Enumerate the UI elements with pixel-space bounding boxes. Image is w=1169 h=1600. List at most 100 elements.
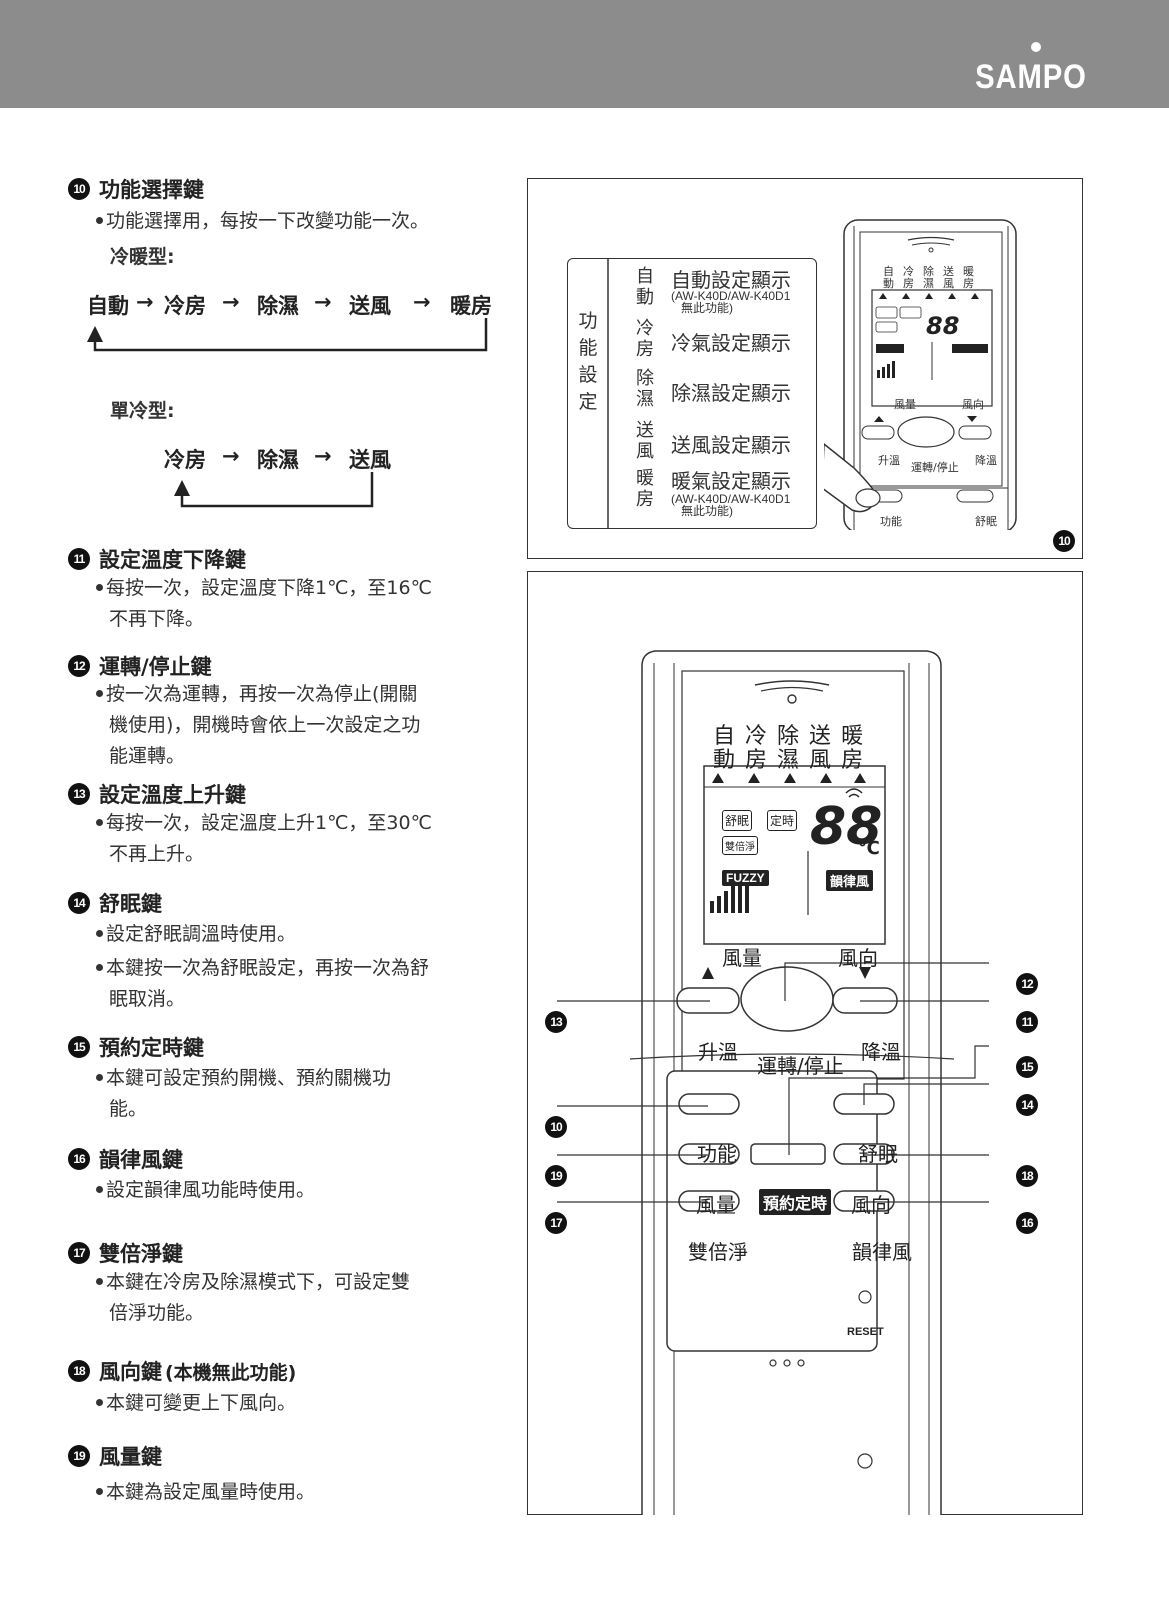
heat-cool-label: 冷暖型: — [110, 246, 175, 268]
fan-direction-display-label: 風向 — [838, 946, 878, 970]
mode-char: 房 — [841, 748, 874, 773]
bullet-line: 機使用)，開機時會依上一次設定之功 — [109, 714, 421, 736]
flow-step: 除濕 — [257, 448, 299, 472]
number-badge: 18 — [68, 1360, 90, 1382]
thumb-temp-down: 降溫 — [975, 454, 997, 467]
thumb-power: 運轉/停止 — [911, 461, 959, 474]
callout-badge: 19 — [545, 1165, 567, 1187]
rhythm-wind-button[interactable] — [834, 1191, 894, 1211]
flow-arrow: → — [413, 290, 431, 314]
callout-badge: 10 — [545, 1116, 567, 1138]
bullet-line: 本鍵在冷房及除濕模式下，可設定雙 — [106, 1271, 411, 1293]
function-side-label: 功能設定 — [578, 310, 598, 413]
section-title: 14 舒眠鍵 — [68, 888, 162, 918]
bullet-dot — [96, 1398, 103, 1406]
callout-badge: 18 — [1016, 1165, 1038, 1187]
mode-description: 冷氣設定顯示 — [671, 331, 791, 355]
callout-badge: 12 — [1016, 973, 1038, 995]
thumb-temp-up: 升溫 — [878, 454, 900, 467]
bullet-text: 本鍵在冷房及除濕模式下，可設定雙 倍淨功能。 — [96, 1267, 504, 1329]
bullet-line: 能。 — [109, 1098, 148, 1120]
number-badge: 15 — [68, 1036, 90, 1058]
double-clean-button[interactable] — [679, 1191, 739, 1211]
number-badge: 11 — [68, 548, 90, 570]
timer-label: 預約定時 — [759, 1189, 832, 1215]
bullet-line: 設定舒眠調溫時使用。 — [106, 923, 297, 945]
flow-step: 除濕 — [257, 294, 299, 318]
mode-char: 除 — [777, 724, 810, 749]
function-button[interactable] — [679, 1094, 739, 1114]
callout-badge: 10 — [1053, 530, 1075, 552]
fan-speed-button[interactable] — [679, 1144, 739, 1164]
bullet-dot — [96, 1487, 103, 1495]
rhythm-wind-label: 韻律風 — [852, 1240, 912, 1264]
bullet-text: 設定韻律風功能時使用。 — [96, 1175, 504, 1206]
number-badge: 13 — [68, 783, 90, 805]
bullet-text: 每按一次，設定溫度上升1℃，至30℃ 不再上升。 — [96, 808, 504, 870]
fan-direction-label: 風向 — [851, 1193, 891, 1217]
number-badge: 19 — [68, 1445, 90, 1467]
section-title: 18 風向鍵 (本機無此功能) — [68, 1356, 296, 1386]
bullet-dot — [96, 689, 103, 697]
fan-speed-label: 風量 — [696, 1193, 736, 1217]
bullet-line: 每按一次，設定溫度下降1℃，至16℃ — [106, 577, 432, 599]
callout-badge: 16 — [1016, 1212, 1038, 1234]
mode-char: 暖 — [841, 724, 874, 749]
bullet-text: 功能選擇用，每按一下改變功能一次。 — [96, 206, 429, 237]
bullet-dot — [96, 929, 103, 937]
section-title-text: 預約定時鍵 — [99, 1036, 204, 1060]
bullet-dot — [96, 963, 103, 971]
bullet-line: 每按一次，設定溫度上升1℃，至30℃ — [106, 812, 432, 834]
mode-description: 自動設定顯示 — [671, 268, 791, 292]
section-title-text: 風量鍵 — [99, 1445, 162, 1469]
fan-direction-button[interactable] — [834, 1144, 894, 1164]
temperature-unit: ℃ — [858, 838, 880, 859]
section-title: 12 運轉/停止鍵 — [68, 651, 212, 681]
section-title: 11 設定溫度下降鍵 — [68, 544, 246, 574]
mode-char: 房 — [745, 748, 778, 773]
mode-label: 冷房 — [636, 318, 654, 360]
rhythm-indicator: 韻律風 — [826, 870, 874, 891]
section-title-text: 設定溫度下降鍵 — [99, 548, 246, 572]
reset-button[interactable] — [859, 1291, 871, 1303]
flow-arrow: → — [222, 444, 240, 468]
temp-up-button[interactable] — [677, 988, 739, 1013]
section-title-text: 設定溫度上升鍵 — [99, 783, 246, 807]
callout-badge: 13 — [545, 1011, 567, 1033]
left-column: 10 功能選擇鍵 功能選擇用，每按一下改變功能一次。 冷暖型: 自動 → 冷房 … — [0, 0, 520, 1600]
cool-only-label: 單冷型: — [110, 400, 175, 422]
section-title: 13 設定溫度上升鍵 — [68, 779, 246, 809]
double-clean-indicator: 雙倍淨 — [722, 836, 758, 855]
callout-badge: 14 — [1016, 1094, 1038, 1116]
power-button[interactable] — [741, 967, 833, 1031]
temp-down-button[interactable] — [833, 988, 897, 1013]
section-title-text: 運轉/停止鍵 — [99, 655, 212, 679]
flow-step: 冷房 — [164, 294, 206, 318]
thumb-sleep: 舒眠 — [975, 515, 997, 528]
flow-step: 送風 — [349, 448, 391, 472]
sleep-button[interactable] — [834, 1094, 894, 1114]
thumb-mode-labels: 動房濕風房 — [883, 277, 983, 290]
remote-illustration — [557, 650, 989, 1515]
bullet-line: 本鍵為設定風量時使用。 — [106, 1481, 316, 1503]
mode-label: 暖房 — [636, 468, 654, 510]
number-badge: 17 — [68, 1242, 90, 1264]
brand-logo-dot — [1031, 42, 1041, 52]
timer-button[interactable] — [751, 1144, 825, 1164]
section-title-text: 風向鍵 — [99, 1360, 162, 1384]
section-title-text: 功能選擇鍵 — [99, 178, 204, 202]
callout-badge: 17 — [545, 1212, 567, 1234]
reset-label: RESET — [847, 1326, 884, 1338]
mode-char: 濕 — [777, 748, 810, 773]
bullet-dot — [96, 216, 103, 224]
flow-arrow: → — [136, 290, 154, 314]
bullet-line: 按一次為運轉，再按一次為停止(開關 — [106, 683, 418, 705]
timer-indicator: 定時 — [767, 810, 798, 831]
bullet-line: 倍淨功能。 — [109, 1302, 205, 1324]
section-title-text: 韻律風鍵 — [99, 1148, 183, 1172]
section-title-text: 舒眠鍵 — [99, 892, 162, 916]
bullet-dot — [96, 583, 103, 591]
model-note: 無此功能) — [681, 504, 733, 518]
brand-logo: SAMPO — [975, 58, 1087, 96]
bullet-dot — [96, 1073, 103, 1081]
